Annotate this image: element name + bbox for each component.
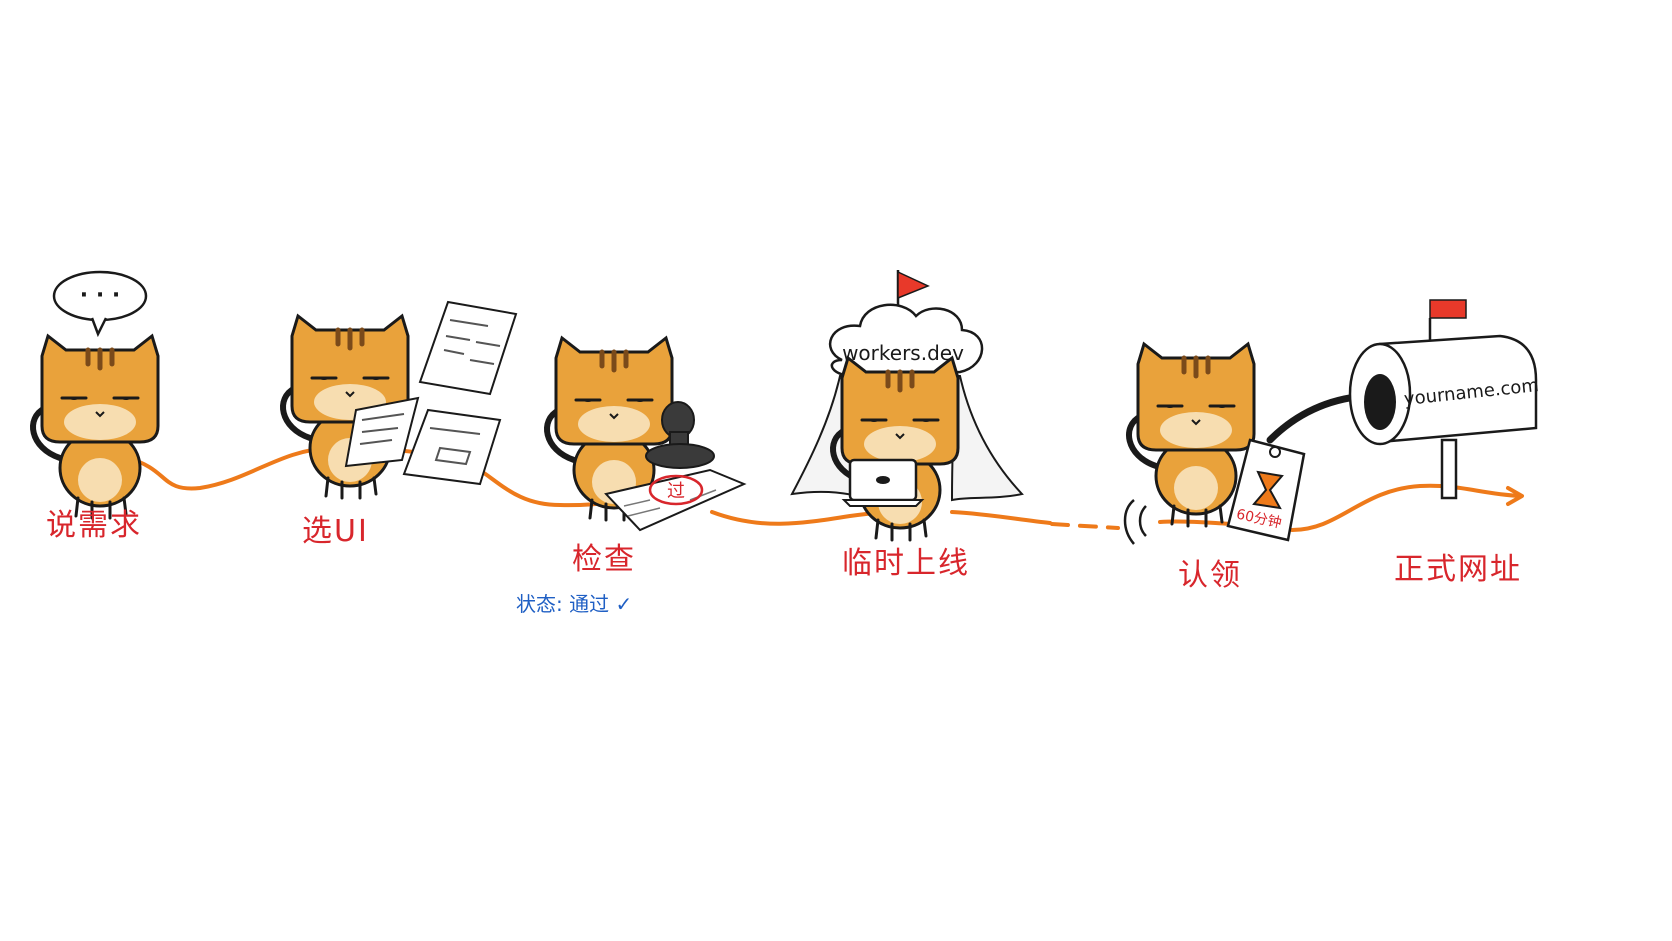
motion-lines (1123, 499, 1135, 545)
step-label-1: 说需求 (46, 508, 142, 543)
process-path (1290, 483, 1522, 532)
time-tag: 60分钟 (1226, 438, 1306, 542)
mailbox: yourname.com (1348, 299, 1540, 500)
mailbox-post (1440, 438, 1458, 500)
step-label-2: 选UI (302, 514, 369, 549)
step-label-6: 正式网址 (1394, 552, 1522, 587)
fish-logo-icon (876, 476, 890, 484)
approval-document (604, 468, 747, 532)
mailbox-flag (1429, 299, 1467, 319)
ui-paper-held (344, 396, 420, 468)
status-value: 通过 (569, 592, 610, 616)
stamp-text: 过 (667, 481, 685, 502)
cat-deploying (833, 358, 958, 540)
stamp-mark: 过 (648, 474, 704, 506)
speech-dots: · · · (80, 283, 120, 308)
ui-paper-1 (418, 300, 518, 396)
step-label-4: 临时上线 (842, 546, 970, 581)
process-path (950, 510, 1052, 525)
stamp-tool (645, 401, 715, 469)
cat-talking (33, 336, 158, 518)
process-path-dashed (1050, 522, 1120, 530)
tent-flag (897, 270, 930, 300)
arrow-head (1506, 486, 1524, 506)
tent-sign-text: workers.dev (842, 341, 964, 365)
speech-bubble: · · · (52, 270, 148, 338)
step-label-5: 认领 (1178, 558, 1242, 593)
status-label: 状态: (516, 592, 563, 616)
ui-paper-2 (402, 408, 502, 486)
hourglass-icon (1252, 470, 1284, 510)
check-icon: ✓ (615, 592, 633, 616)
laptop (841, 458, 925, 507)
step-label-3: 检查 (572, 542, 636, 577)
status-line: 状态: 通过 ✓ (516, 588, 632, 617)
